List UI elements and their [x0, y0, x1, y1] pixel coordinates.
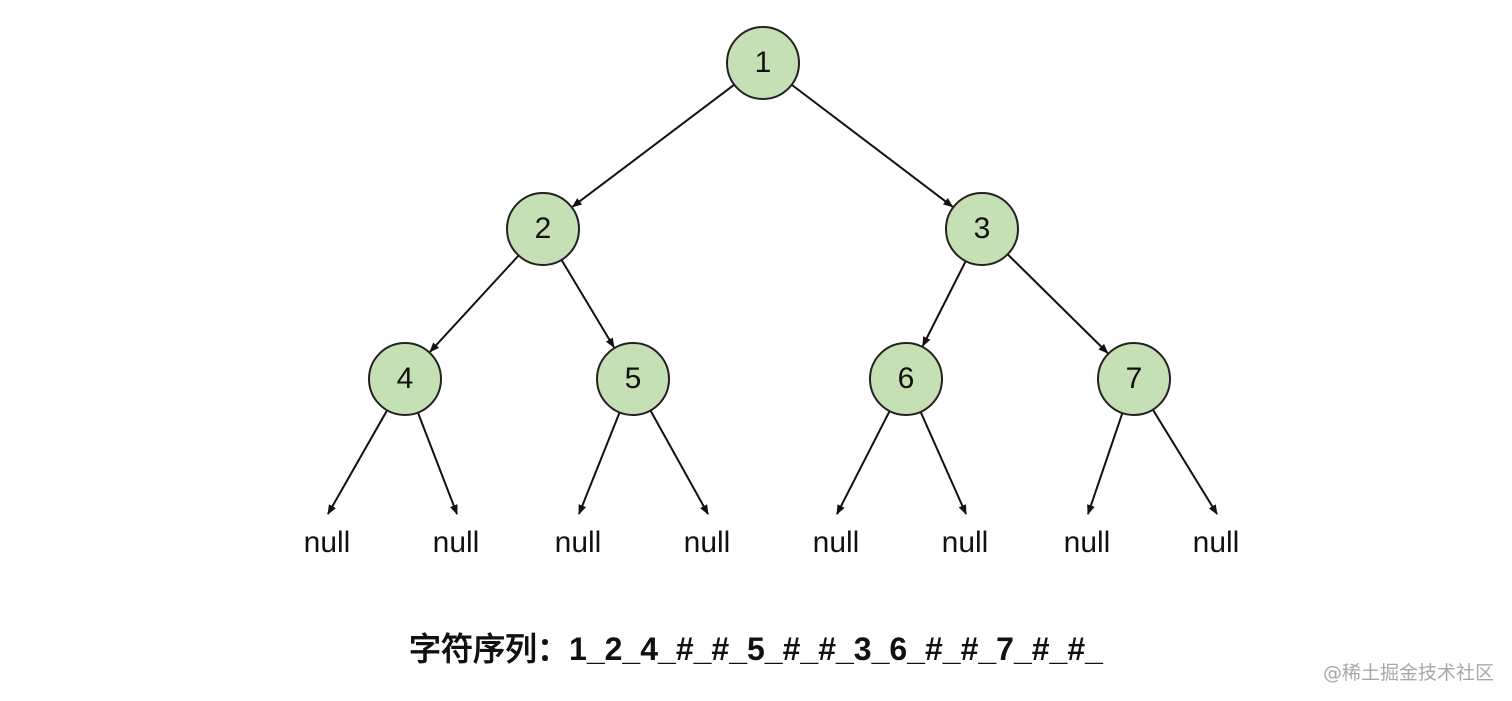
edge-n6-null5 — [836, 410, 891, 515]
edge-n5-null3 — [578, 412, 621, 515]
node-label: 4 — [397, 362, 414, 395]
watermark: @稀土掘金技术社区 — [1322, 662, 1494, 684]
null-leaf-label: null — [813, 526, 860, 559]
tree-node-2: 2 — [506, 192, 580, 266]
null-leaf-label: null — [555, 526, 602, 559]
null-leaf-label: null — [1064, 526, 1111, 559]
edge-n3-n6 — [921, 260, 967, 347]
node-circle — [596, 342, 670, 416]
null-leaves: null null null null null null null null — [304, 526, 1240, 559]
null-leaf-label: null — [1193, 526, 1240, 559]
edges — [327, 83, 1218, 515]
edge-n2-n4 — [429, 254, 520, 353]
tree-node-1: 1 — [726, 26, 800, 100]
null-leaf-label: null — [304, 526, 351, 559]
node-label: 3 — [974, 212, 991, 245]
edge-n7-null8 — [1152, 409, 1218, 515]
edge-n4-null1 — [327, 409, 389, 515]
edge-n7-null7 — [1087, 412, 1124, 515]
serialization-sequence: 字符序列：1_2_4_#_#_5_#_#_3_6_#_#_7_#_#_ — [409, 631, 1103, 667]
node-circle — [945, 192, 1019, 266]
tree-node-6: 6 — [869, 342, 943, 416]
edge-n4-null2 — [417, 412, 458, 515]
node-circle — [726, 26, 800, 100]
null-leaf-label: null — [942, 526, 989, 559]
node-circle — [1097, 342, 1171, 416]
node-circle — [869, 342, 943, 416]
tree-node-4: 4 — [368, 342, 442, 416]
node-label: 7 — [1126, 362, 1143, 395]
node-circle — [506, 192, 580, 266]
edge-n3-n7 — [1006, 253, 1109, 354]
node-label: 1 — [755, 46, 772, 79]
edge-n1-n3 — [791, 83, 954, 208]
node-label: 5 — [625, 362, 642, 395]
edge-n2-n5 — [560, 259, 615, 349]
edge-n6-null6 — [919, 411, 967, 515]
null-leaf-label: null — [684, 526, 731, 559]
tree-node-5: 5 — [596, 342, 670, 416]
node-circle — [368, 342, 442, 416]
null-leaf-label: null — [433, 526, 480, 559]
tree-node-7: 7 — [1097, 342, 1171, 416]
node-label: 2 — [535, 212, 552, 245]
edge-n1-n2 — [571, 83, 735, 208]
nodes: 1 2 3 4 5 6 7 — [368, 26, 1171, 416]
node-label: 6 — [898, 362, 915, 395]
edge-n5-null4 — [649, 409, 709, 515]
tree-node-3: 3 — [945, 192, 1019, 266]
